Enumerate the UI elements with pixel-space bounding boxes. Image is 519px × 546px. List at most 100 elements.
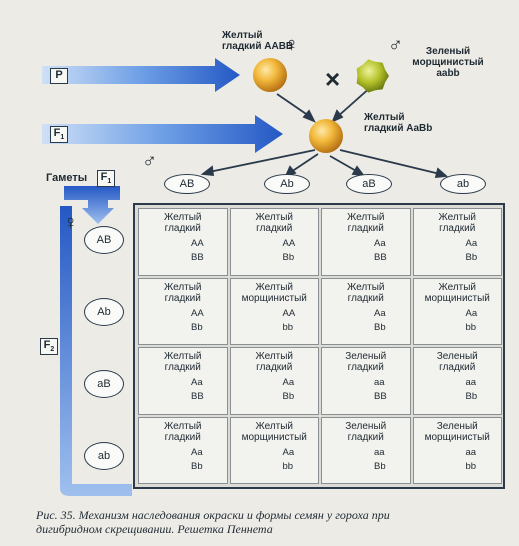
cell-genotype-a: Aa bbox=[282, 377, 295, 388]
figure-caption: Рис. 35. Механизм наследования окраски и… bbox=[36, 508, 516, 536]
arrow-gametes bbox=[64, 186, 120, 224]
cell-shape: морщинистый bbox=[241, 292, 307, 304]
cell-genotype-a: Aa bbox=[465, 307, 478, 319]
female-gamete-2: aB bbox=[84, 370, 124, 398]
cell-genotype-b: Bb bbox=[374, 460, 386, 472]
cell-shape: гладкий bbox=[439, 223, 476, 234]
cell-color: Желтый bbox=[255, 212, 294, 223]
gametes-female-symbol: ♀ bbox=[63, 212, 78, 234]
cell-genotype-b: Bb bbox=[282, 252, 295, 263]
mother-color: Желтый bbox=[222, 30, 263, 41]
cell-color: Зеленый bbox=[436, 351, 478, 362]
cell-color: Желтый bbox=[255, 351, 294, 362]
cell-genotype-a: Aa bbox=[374, 238, 386, 249]
cell-color: Зеленый bbox=[345, 351, 387, 362]
cell-genotype-a: Aa bbox=[465, 238, 478, 249]
cell-shape: гладкий bbox=[347, 223, 384, 234]
cell-genotype-a: AA bbox=[282, 307, 296, 319]
f2-bar bbox=[60, 206, 132, 496]
cell-genotype-b: Bb bbox=[282, 391, 295, 402]
cell-genotype-a: aa bbox=[465, 377, 477, 388]
cell-genotype-b: Bb bbox=[191, 460, 203, 472]
cell-color: Желтый bbox=[346, 212, 385, 223]
arrow-f1 bbox=[42, 115, 283, 153]
male-symbol: ♂ bbox=[388, 34, 403, 56]
cell-genotype-b: Bb bbox=[374, 321, 386, 333]
cell-shape: гладкий bbox=[347, 362, 384, 373]
cell-genotype-a: aa bbox=[465, 446, 477, 458]
f2-letter: F bbox=[43, 339, 51, 351]
cell-shape: гладкий bbox=[347, 292, 384, 304]
cell-color: Желтый bbox=[346, 281, 385, 293]
cell-genotype-a: Aa bbox=[282, 446, 295, 458]
cell-shape: гладкий bbox=[164, 431, 201, 443]
cell-shape: гладкий bbox=[256, 223, 293, 234]
cell-shape: гладкий bbox=[347, 431, 384, 443]
cell-shape: морщинистый bbox=[241, 431, 307, 443]
gametes-label: Гаметы bbox=[46, 172, 88, 184]
male-gamete-2: aB bbox=[346, 174, 392, 194]
cell-genotype-a: Aa bbox=[191, 377, 203, 388]
cell-color: Желтый bbox=[163, 420, 202, 432]
female-symbol: ♀ bbox=[284, 34, 299, 56]
f1-shape-genotype: гладкий AaBb bbox=[364, 123, 433, 134]
male-gamete-3: ab bbox=[440, 174, 486, 194]
p-generation-label: P bbox=[50, 68, 68, 84]
cell-color: Желтый bbox=[438, 212, 477, 223]
cell-genotype-b: Bb bbox=[191, 321, 203, 333]
gametes-f1-label: F1 bbox=[97, 170, 115, 187]
cell-color: Желтый bbox=[255, 420, 294, 432]
cell-color: Зеленый bbox=[345, 420, 387, 432]
cell-genotype-b: BB bbox=[374, 252, 387, 263]
f2-subscript: 2 bbox=[50, 346, 55, 354]
cell-genotype-a: aa bbox=[374, 377, 385, 388]
father-pea bbox=[356, 59, 389, 93]
female-gamete-1: Ab bbox=[84, 298, 124, 326]
f1-description: Желтый гладкий AaBb bbox=[364, 112, 454, 134]
cell-color: Желтый bbox=[163, 281, 202, 293]
arrow-p bbox=[42, 58, 240, 92]
cell-shape: гладкий bbox=[164, 362, 201, 373]
mother-description: Желтый гладкий AABB bbox=[222, 30, 296, 52]
male-gamete-0: AB bbox=[164, 174, 210, 194]
cell-shape: гладкий bbox=[164, 292, 201, 304]
caption-line-2: дигибридном скрещивании. Решетка Пеннета bbox=[36, 522, 273, 536]
f1-color: Желтый bbox=[364, 112, 405, 123]
caption-line-1: Рис. 35. Механизм наследования окраски и… bbox=[36, 508, 390, 522]
f2-generation-label: F2 bbox=[40, 338, 58, 355]
cell-color: Зеленый bbox=[436, 420, 478, 432]
cell-shape: морщинистый bbox=[424, 431, 490, 443]
